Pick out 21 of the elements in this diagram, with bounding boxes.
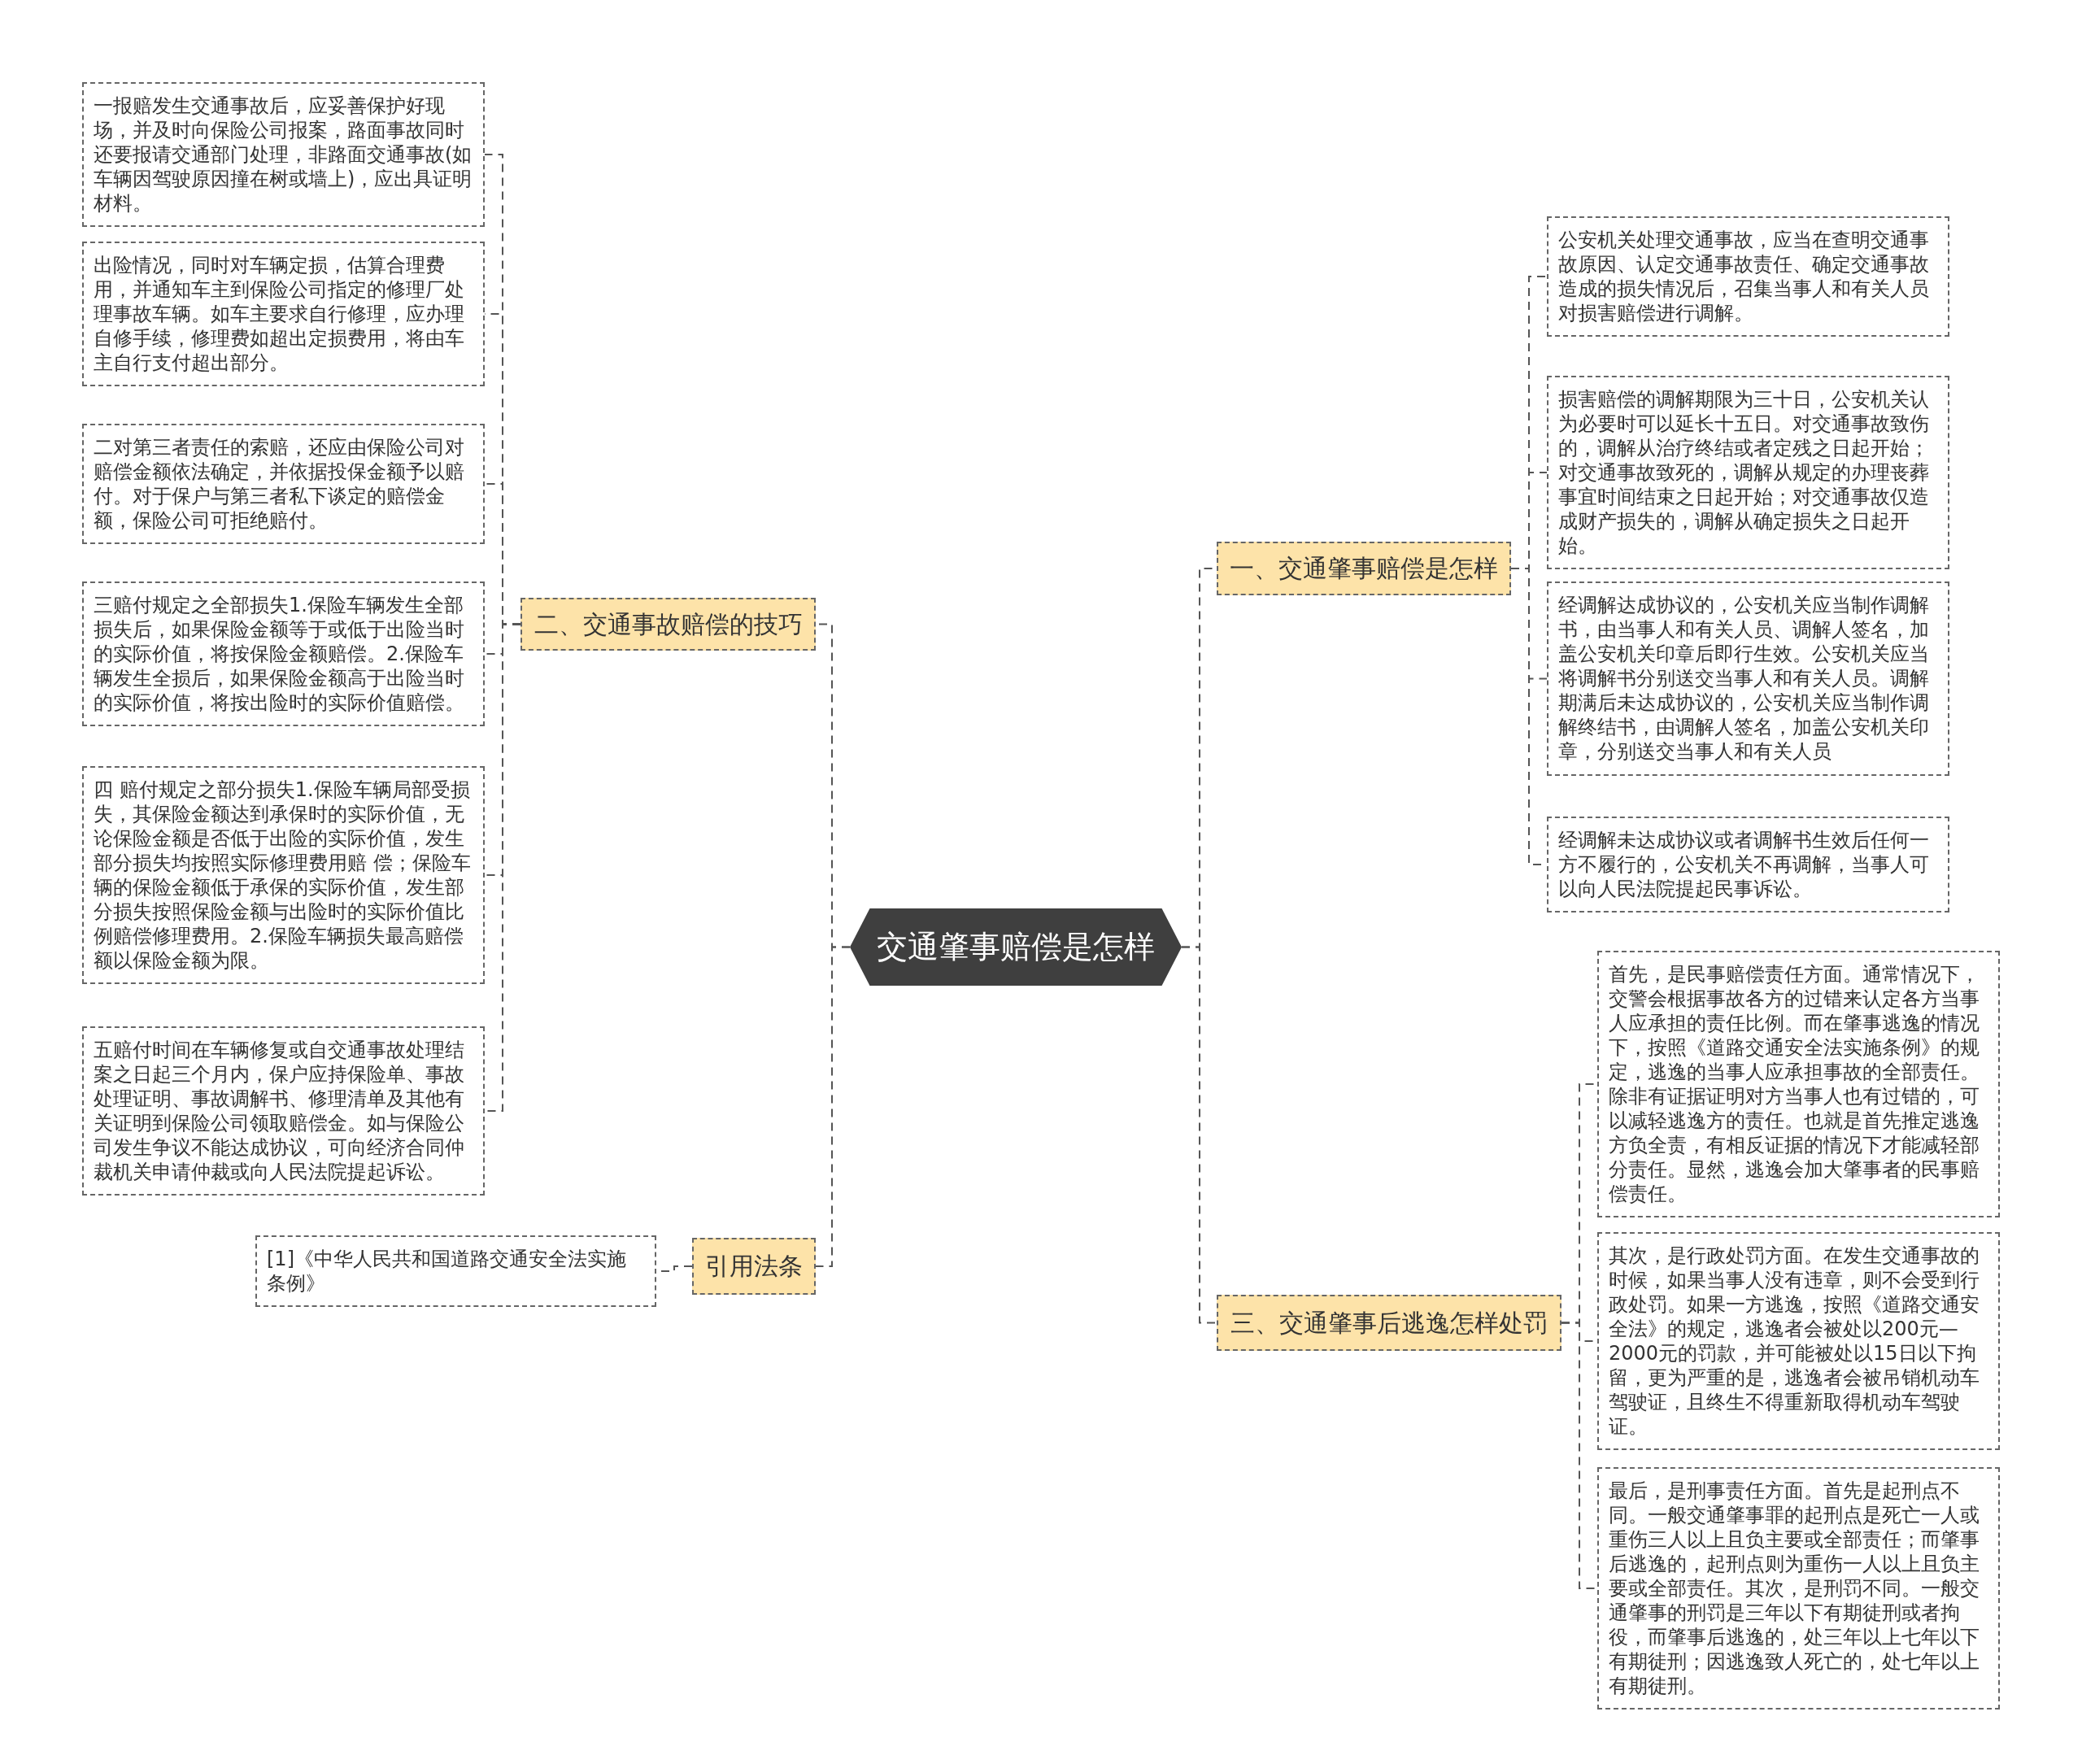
text-box: 四 赔付规定之部分损失1.保险车辆局部受损失，其保险金额达到承保时的实际价值，无论保险金额是否低于出险的实际价值，发生部分损失均按照实际修理费用赔 偿；保险车辆的保险金额低于承保的实际价值，发生部分损失按照保险金额与出险时的实际价值比例赔偿修理费用。2.保险车辆损失最高赔偿额以保险金额为限。	[82, 766, 485, 984]
text-box: 二对第三者责任的索赔，还应由保险公司对赔偿金额依法确定，并依据投保金额予以赔付。对于保户与第三者私下谈定的赔偿金额，保险公司可拒绝赔付。	[82, 424, 485, 544]
topic-box: 一、交通肇事赔偿是怎样	[1217, 542, 1511, 595]
text-box: 损害赔偿的调解期限为三十日，公安机关认为必要时可以延长十五日。对交通事故致伤的，调解从治疗终结或者定残之日起开始；对交通事故致死的，调解从规定的办理丧葬事宜时间结束之日起开始；对交通事故仅造成财产损失的，调解从确定损失之日起开始。	[1547, 376, 1949, 569]
text-box: [1]《中华人民共和国道路交通安全法实施条例》	[255, 1235, 656, 1307]
text-box: 最后，是刑事责任方面。首先是起刑点不同。一般交通肇事罪的起刑点是死亡一人或重伤三人以上且负主要或全部责任；而肇事后逃逸的，起刑点则为重伤一人以上且负主要或全部责任。其次，是刑罚不同。一般交通肇事的刑罚是三年以下有期徒刑或者拘役，而肇事后逃逸的，处三年以上七年以下有期徒刑；因逃逸致人死亡的，处七年以上有期徒刑。	[1597, 1467, 2000, 1710]
text-box: 三赔付规定之全部损失1.保险车辆发生全部损失后，如果保险金额等于或低于出险当时的实际价值，将按保险金额赔偿。2.保险车辆发生全损后，如果保险金额高于出险当时的实际价值，将按出险时的实际价值赔偿。	[82, 581, 485, 726]
text-box: 首先，是民事赔偿责任方面。通常情况下，交警会根据事故各方的过错来认定各方当事人应承担的责任比例。而在肇事逃逸的情况下，按照《道路交通安全法实施条例》的规定，逃逸的当事人应承担事故的全部责任。除非有证据证明对方当事人也有过错的，可以减轻逃逸方的责任。也就是首先推定逃逸方负全责，有相反证据的情况下才能减轻部分责任。显然，逃逸会加大肇事者的民事赔偿责任。	[1597, 951, 2000, 1217]
topic-box: 三、交通肇事后逃逸怎样处罚	[1217, 1295, 1562, 1351]
topic-box: 引用法条	[692, 1238, 816, 1295]
text-box: 经调解未达成协议或者调解书生效后任何一方不履行的，公安机关不再调解，当事人可以向人民法院提起民事诉讼。	[1547, 817, 1949, 912]
text-box: 出险情况，同时对车辆定损，估算合理费用，并通知车主到保险公司指定的修理厂处理事故车辆。如车主要求自行修理，应办理自修手续，修理费如超出定损费用，将由车主自行支付超出部分。	[82, 242, 485, 386]
text-box: 公安机关处理交通事故，应当在查明交通事故原因、认定交通事故责任、确定交通事故造成的损失情况后，召集当事人和有关人员对损害赔偿进行调解。	[1547, 216, 1949, 337]
connector-line	[1181, 946, 1217, 1324]
central-topic-hexagon: 交通肇事赔偿是怎样	[850, 908, 1182, 986]
text-box: 一报赔发生交通事故后，应妥善保护好现场，并及时向保险公司报案，路面事故同时还要报请交通部门处理，非路面交通事故(如车辆因驾驶原因撞在树或墙上)，应出具证明材料。	[82, 82, 485, 227]
topic-box: 二、交通事故赔偿的技巧	[520, 598, 816, 651]
text-box: 五赔付时间在车辆修复或自交通事故处理结案之日起三个月内，保户应持保险单、事故处理证明、事故调解书、修理清单及其他有关证明到保险公司领取赔偿金。如与保险公司发生争议不能达成协议，可向经济合同仲裁机关申请仲裁或向人民法院提起诉讼。	[82, 1026, 485, 1196]
text-box: 经调解达成协议的，公安机关应当制作调解书，由当事人和有关人员、调解人签名，加盖公安机关印章后即行生效。公安机关应当将调解书分别送交当事人和有关人员。调解期满后未达成协议的，公安机关应当制作调解终结书，由调解人签名，加盖公安机关印章，分别送交当事人和有关人员	[1547, 581, 1949, 776]
connector-line	[815, 946, 851, 1267]
text-box: 其次，是行政处罚方面。在发生交通事故的时候，如果当事人没有违章，则不会受到行政处罚。如果一方逃逸，按照《道路交通安全法》的规定，逃逸者会被处以200元—2000元的罚款，并可能被处以15日以下拘留，更为严重的是，逃逸者会被吊销机动车驾驶证，且终生不得重新取得机动车驾驶证。	[1597, 1232, 2000, 1450]
